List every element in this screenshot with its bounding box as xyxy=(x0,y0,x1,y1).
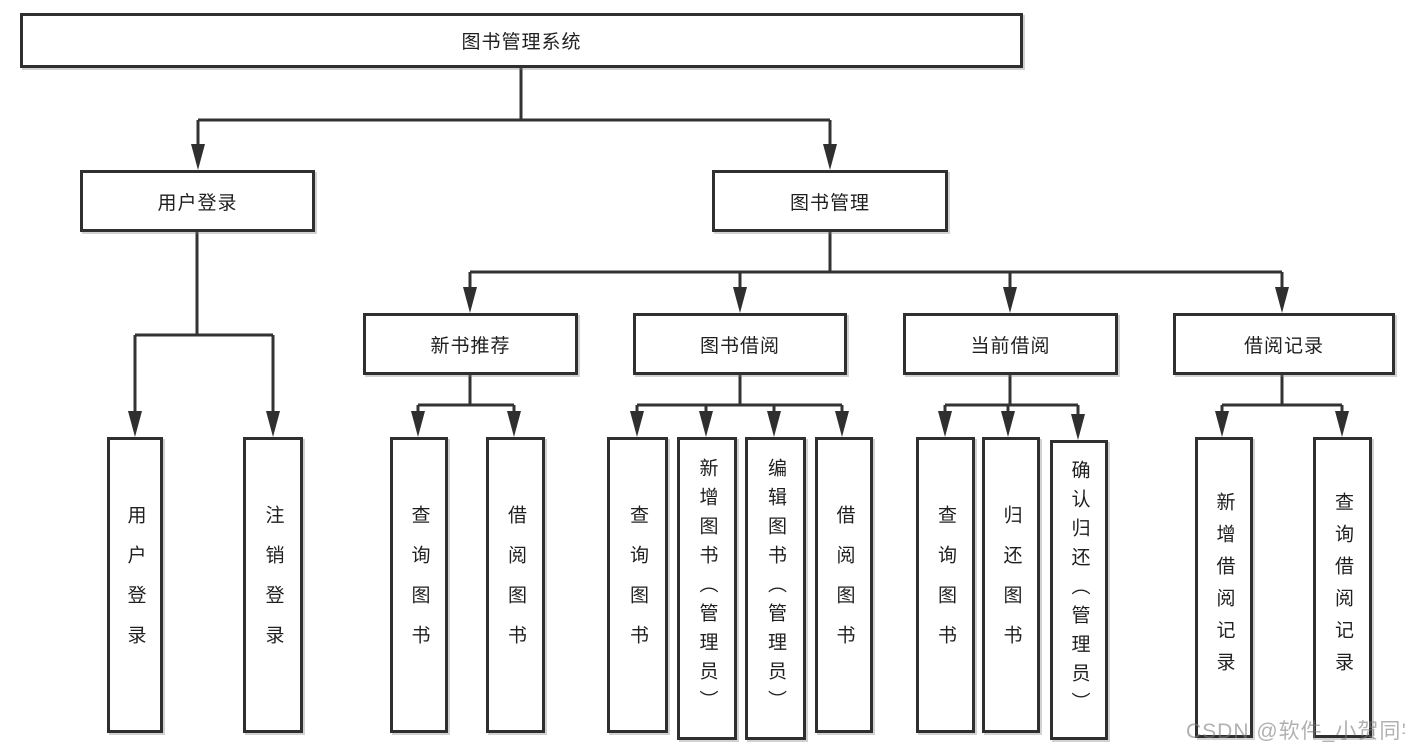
node-label: 新增图书（管理员） xyxy=(696,458,718,719)
node-label: 用户登录 xyxy=(124,505,146,665)
node-leaf-add-books-admin: 新增图书（管理员） xyxy=(677,437,737,740)
node-book-management-module: 图书管理 xyxy=(712,170,948,232)
connector-new-book xyxy=(418,375,514,407)
node-label: 借阅记录 xyxy=(1243,335,1324,357)
connector-user-login xyxy=(135,232,273,337)
node-label: 查询图书 xyxy=(935,505,956,665)
node-label: 归还图书 xyxy=(1000,505,1022,665)
node-label: 编辑图书（管理员） xyxy=(765,458,786,719)
node-leaf-query-books-2: 查询图书 xyxy=(607,437,668,733)
node-label: 查询图书 xyxy=(627,505,648,665)
node-leaf-query-books-3: 查询图书 xyxy=(916,437,975,733)
node-borrowing-records: 借阅记录 xyxy=(1173,313,1395,375)
node-label: 借阅图书 xyxy=(833,505,855,665)
connector-book-borrow xyxy=(637,375,842,407)
node-root-system: 图书管理系统 xyxy=(20,13,1023,68)
connector-borrow-record xyxy=(1222,375,1342,407)
node-label: 注销登录 xyxy=(262,505,284,665)
node-label: 新增借阅记录 xyxy=(1213,491,1235,684)
connector-current-borrow xyxy=(945,375,1078,407)
csdn-watermark: CSDN @软件_小贺同学 xyxy=(1186,720,1405,743)
node-leaf-add-borrow-record: 新增借阅记录 xyxy=(1195,437,1253,738)
node-label: 用户登录 xyxy=(157,192,238,214)
connector-root xyxy=(198,68,830,122)
node-book-borrowing: 图书借阅 xyxy=(633,313,847,375)
node-label: 查询借阅记录 xyxy=(1332,491,1353,684)
node-label: 图书借阅 xyxy=(699,335,780,357)
node-label: 新书推荐 xyxy=(430,335,511,357)
node-leaf-borrow-books-2: 借阅图书 xyxy=(815,437,873,733)
node-label: 确认归还（管理员） xyxy=(1068,459,1090,721)
node-label: 图书管理系统 xyxy=(461,32,582,53)
node-leaf-borrow-books-1: 借阅图书 xyxy=(486,437,545,733)
connector-book-management xyxy=(470,232,1282,274)
node-label: 借阅图书 xyxy=(505,505,526,665)
node-leaf-edit-books-admin: 编辑图书（管理员） xyxy=(745,437,806,740)
node-user-login-module: 用户登录 xyxy=(80,170,315,232)
node-label: 当前借阅 xyxy=(970,335,1051,357)
node-label: 查询图书 xyxy=(408,505,430,665)
node-leaf-return-books: 归还图书 xyxy=(982,437,1040,733)
node-current-borrowing: 当前借阅 xyxy=(903,313,1118,375)
node-new-book-recommend: 新书推荐 xyxy=(363,313,578,375)
node-label: 图书管理 xyxy=(789,192,870,214)
node-leaf-user-login: 用户登录 xyxy=(107,437,163,733)
node-leaf-logout: 注销登录 xyxy=(243,437,303,733)
node-leaf-query-books-1: 查询图书 xyxy=(390,437,448,733)
node-leaf-confirm-return-admin: 确认归还（管理员） xyxy=(1050,440,1108,740)
node-leaf-query-borrow-record: 查询借阅记录 xyxy=(1313,437,1372,738)
